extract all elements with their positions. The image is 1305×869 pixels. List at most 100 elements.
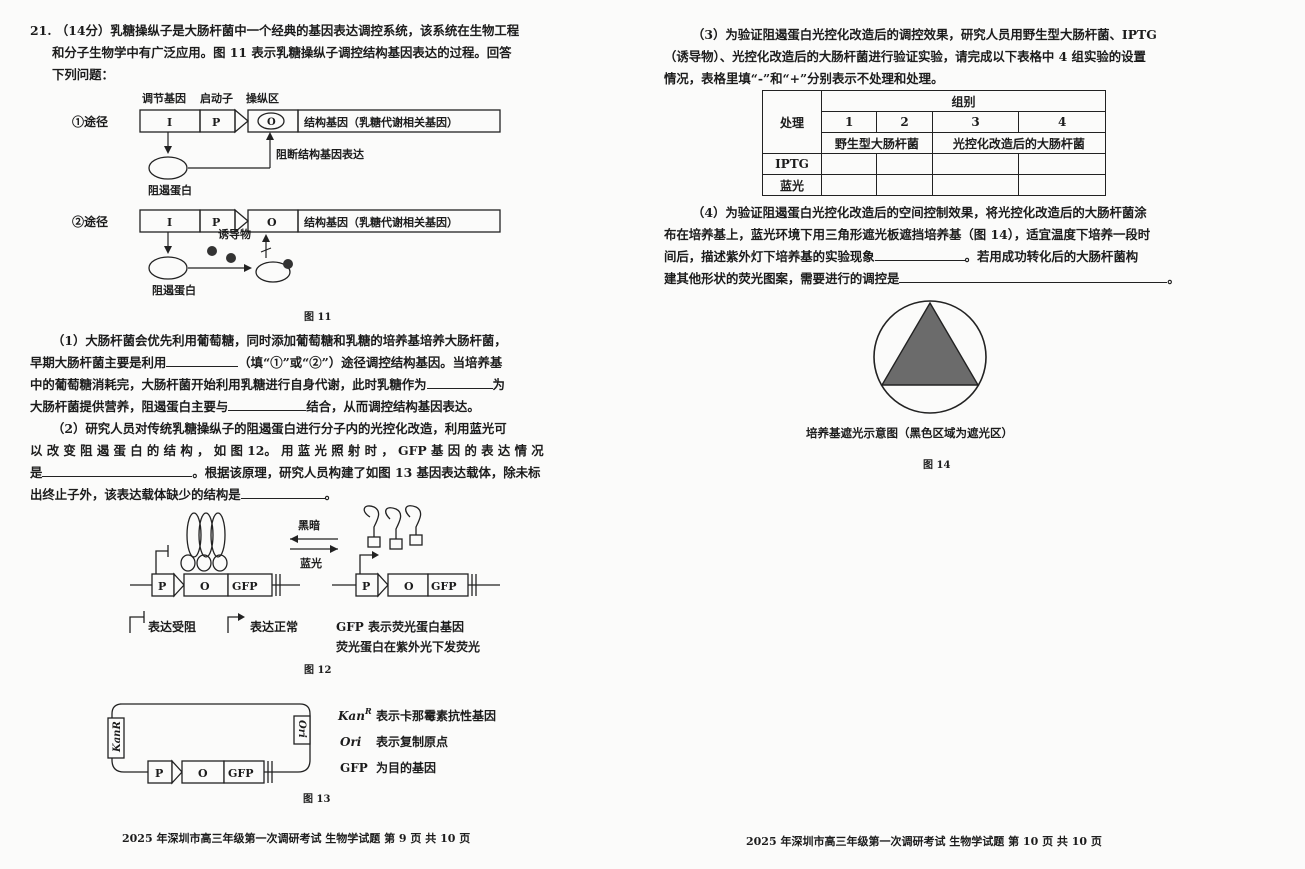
fig12-left-GFP-text: GFP: [232, 580, 257, 593]
fig12-released-repressors: [363, 505, 423, 550]
fig13-plasmid-ring: [111, 703, 311, 773]
p1-line4-b: 结合，从而调控结构基因表达。: [306, 399, 480, 414]
table-cell-iptg-4[interactable]: [1018, 153, 1106, 175]
fig11-inducer-dot-2: [226, 253, 236, 263]
fig11-structural-gene-2-text: 结构基因（乳糖代谢相关基因）: [303, 215, 458, 229]
fig13-legend-kan-term: KanR: [337, 706, 372, 723]
experiment-table: 处理 组别 1 2 3 4 野生型大肠杆菌 光控化改造后的大肠杆菌 IPTG 蓝…: [762, 90, 1107, 196]
fig11-path1-label: ①途径: [72, 114, 108, 129]
p4-line3: 间后，描述紫外灯下培养基的实验现象 。若用成功转化后的大肠杆菌构: [664, 246, 1138, 269]
table-group-4: 4: [1018, 111, 1106, 133]
table-modified: 光控化改造后的大肠杆菌: [931, 132, 1107, 154]
answer-blank-6[interactable]: [874, 248, 965, 261]
fig11-repressor-label-2: 阻遏蛋白: [152, 283, 196, 297]
table-cell-blue-2[interactable]: [876, 174, 933, 196]
fig13-O-text: O: [198, 767, 208, 780]
p4-line4-a: 建其他形状的荧光图案，需要进行的调控是: [664, 271, 900, 286]
fig12-right-GFP-text: GFP: [431, 580, 456, 593]
p2-line1: （2）研究人员对传统乳糖操纵子的阻遏蛋白进行分子内的光控化改造，利用蓝光可: [52, 421, 507, 436]
p1-line2: 早期大肠杆菌主要是利用 （填“①”或“②”）途径调控结构基因。当培养基: [30, 352, 502, 375]
p2-line3-a: 是: [30, 465, 43, 480]
p1-line3-a: 中的葡萄糖消耗完，大肠杆菌开始利用乳糖进行自身代谢，此时乳糖作为: [30, 377, 427, 392]
p2-line2: 以 改 变 阻 遏 蛋 白 的 结 构 ， 如 图 12。 用 蓝 光 照 射 …: [30, 443, 544, 458]
p2-line4-a: 出终止子外，该表达载体缺少的结构是: [30, 487, 241, 502]
p1-line3-b: 为: [492, 377, 505, 392]
table-cell-blue-3[interactable]: [931, 174, 1020, 196]
fig12-repressor-stack: [180, 512, 228, 572]
p1-line4: 大肠杆菌提供营养，阻遏蛋白主要与结合，从而调控结构基因表达。: [30, 396, 480, 419]
table-row-blue: 蓝光: [762, 174, 822, 196]
fig11-repressor-2: [148, 256, 188, 280]
fig11-box-O-text: O: [267, 117, 276, 128]
answer-blank-2[interactable]: [426, 376, 493, 389]
table-group-3: 3: [931, 111, 1020, 133]
q21-line3: 下列问题：: [52, 67, 114, 82]
answer-blank-1[interactable]: [166, 354, 239, 367]
table-header-treatment: 处理: [762, 90, 822, 154]
fig14-note: 培养基遮光示意图（黑色区域为遮光区）: [806, 426, 1013, 440]
fig14-caption: 图 14: [923, 460, 951, 471]
fig13-legend-kan: 表示卡那霉素抗性基因: [375, 708, 496, 723]
fig13-caption: 图 13: [303, 793, 330, 805]
table-cell-blue-1[interactable]: [820, 174, 878, 196]
q21-line1: 21. （14分）乳糖操纵子是大肠杆菌中一个经典的基因表达调控系统，该系统在生物…: [30, 23, 520, 38]
p1-line2-b: （填“①”或“②”）途径调控结构基因。当培养基: [238, 355, 503, 370]
answer-blank-7[interactable]: [899, 270, 1168, 283]
fig11-inducer-dot-1: [207, 246, 217, 256]
fig13-legend-ori: 表示复制原点: [375, 734, 448, 749]
right-page-footer: 2025 年深圳市高三年级第一次调研考试 生物学试题 第 10 页 共 10 页: [746, 835, 1102, 848]
fig11-promoter-arrow: [234, 108, 250, 134]
p4-line4-b: 。: [1167, 271, 1180, 286]
table-cell-iptg-3[interactable]: [931, 153, 1020, 175]
p4-line2: 布在培养基上，蓝光环境下用三角形遮光板遮挡培养基（图 14），适宜温度下培养一段…: [664, 227, 1151, 242]
figure-11-diagram: 调节基因 启动子 操纵区 ①途径 I P O 结构基因（乳糖代谢相关基因） 阻断…: [72, 91, 501, 323]
fig11-label-promoter: 启动子: [200, 91, 233, 105]
fig12-legend-normal-icon: [227, 616, 240, 633]
fig12-right-GFP: [427, 573, 469, 597]
fig13-ori: [293, 715, 311, 745]
fig12-right-O-text: O: [404, 580, 414, 593]
fig12-blocked-symbol: [155, 550, 168, 574]
fig11-box-I-text: I: [167, 116, 172, 129]
table-row-iptg: IPTG: [762, 153, 822, 175]
fig13-kan-gene: [107, 717, 125, 759]
fig13-P-text: P: [155, 767, 163, 780]
fig13-legend-gfp: 为目的基因: [376, 760, 436, 775]
table-cell-iptg-2[interactable]: [876, 153, 933, 175]
table-header-group: 组别: [821, 90, 1106, 112]
fig11-box-I-text-2: I: [167, 216, 172, 229]
figure-14-culture-dish: [873, 300, 987, 414]
table-group-1: 1: [820, 111, 878, 133]
p3-line2: （诱导物）、光控化改造后的大肠杆菌进行验证实验，请完成以下表格中 4 组实验的设…: [664, 49, 1146, 64]
table-wild-type: 野生型大肠杆菌: [821, 132, 933, 154]
fig13-ori-text: Ori: [296, 720, 307, 738]
fig11-repressor-bound: [257, 112, 285, 130]
p4-line3-b: 。若用成功转化后的大肠杆菌构: [964, 249, 1139, 264]
p1-line2-a: 早期大肠杆菌主要是利用: [30, 355, 167, 370]
p1-line3: 中的葡萄糖消耗完，大肠杆菌开始利用乳糖进行自身代谢，此时乳糖作为 为: [30, 374, 505, 397]
fig11-label-regulatory: 调节基因: [142, 91, 186, 105]
left-page-footer: 2025 年深圳市高三年级第一次调研考试 生物学试题 第 9 页 共 10 页: [122, 832, 471, 845]
answer-blank-5[interactable]: [240, 486, 325, 499]
p2-line4-b: 。: [324, 487, 338, 502]
fig12-left-P-text: P: [158, 580, 166, 593]
fig11-label-operator: 操纵区: [246, 91, 279, 105]
table-cell-blue-4[interactable]: [1018, 174, 1106, 196]
fig12-caption: 图 12: [304, 664, 331, 676]
fig13-legend-gfp-term: GFP: [340, 761, 368, 775]
q21-line2: 和分子生物学中有广泛应用。图 11 表示乳糖操纵子调控结构基因表达的过程。回答: [52, 45, 512, 60]
fig12-legend-blocked: 表达受阻: [147, 619, 196, 634]
fig12-left-GFP: [227, 573, 273, 597]
fig12-normal-symbol: [359, 554, 374, 574]
p4-line1: （4）为验证阻遏蛋白光控化改造后的空间控制效果，将光控化改造后的大肠杆菌涂: [692, 205, 1147, 220]
p4-line4: 建其他形状的荧光图案，需要进行的调控是 。: [664, 268, 1180, 291]
p2-line3-b: 。根据该原理，研究人员构建了如图 13 基因表达载体，除未标: [192, 465, 541, 480]
fig11-box-P-text: P: [212, 116, 220, 129]
fig12-legend-gfp2: 荧光蛋白在紫外光下发荧光: [336, 639, 480, 654]
triangle-light-shield: [880, 301, 980, 386]
answer-blank-4[interactable]: [42, 464, 193, 477]
answer-blank-3[interactable]: [228, 398, 307, 411]
fig12-left-O-text: O: [200, 580, 210, 593]
p4-line3-a: 间后，描述紫外灯下培养基的实验现象: [664, 249, 875, 264]
table-cell-iptg-1[interactable]: [820, 153, 878, 175]
